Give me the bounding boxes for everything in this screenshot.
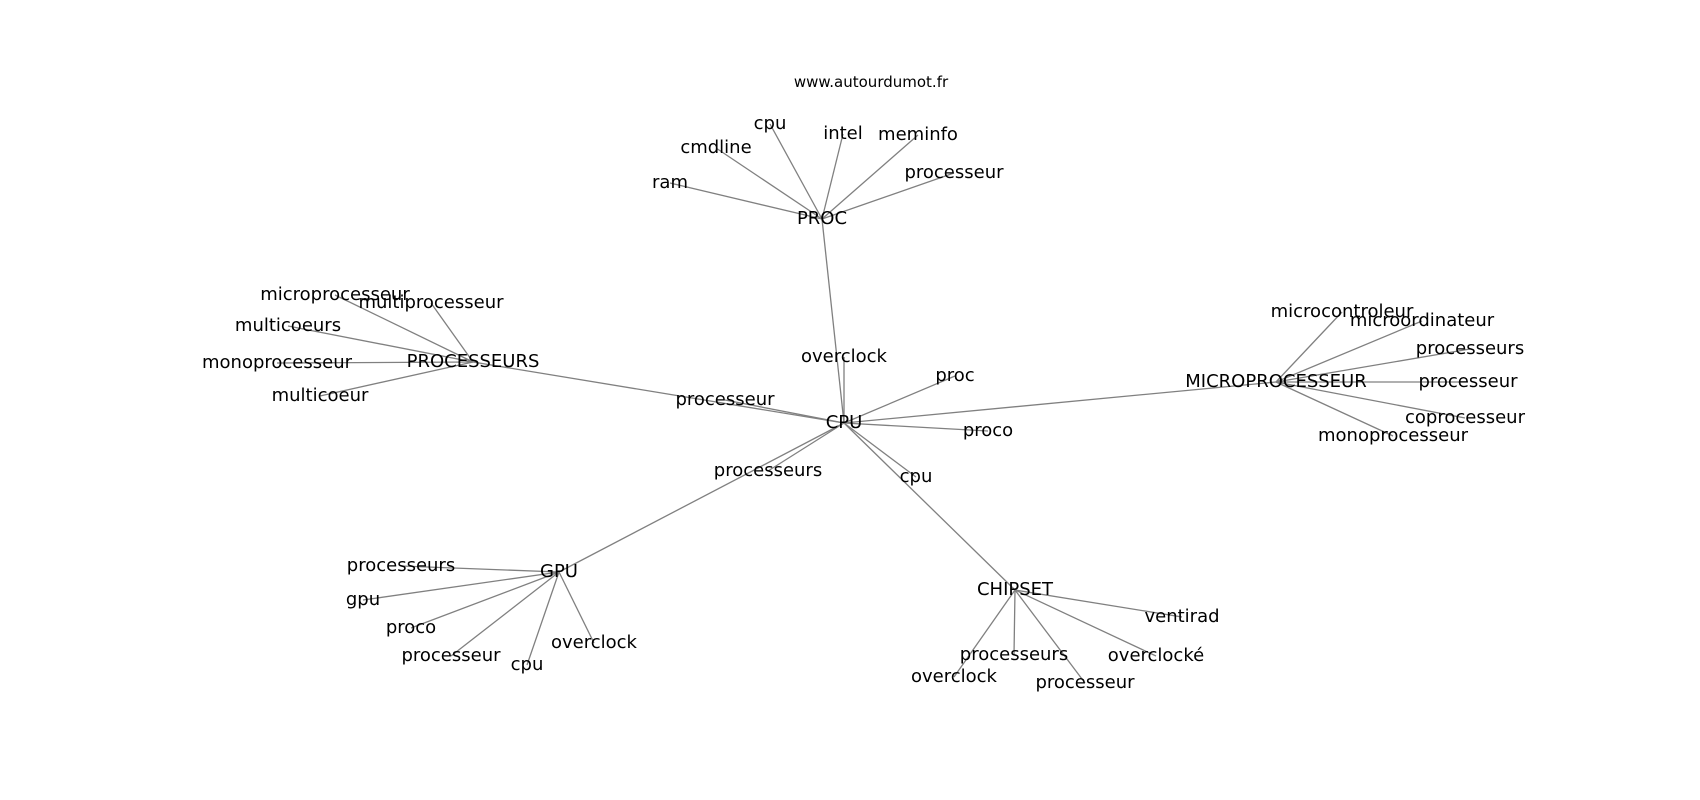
edge-microprocesseur-to-microcontroleur xyxy=(1275,311,1343,383)
node-microprocesseur-leaf-coprocesseur: coprocesseur xyxy=(1405,407,1526,428)
edge-cpu-to-processeurs xyxy=(767,422,845,472)
node-microprocesseur-leaf-microordinateur: microordinateur xyxy=(1350,310,1495,331)
graph-labels: CPU overclock proc processeur proco processeu… xyxy=(202,113,1526,693)
edge-processeurs-to-multicoeurs xyxy=(287,325,474,363)
edge-proc-to-intel xyxy=(821,133,844,220)
edge-cpu-to-chipset xyxy=(843,422,1016,591)
edge-cpu-to-proc xyxy=(843,375,956,424)
node-cpu-leaf-processeur: processeur xyxy=(675,389,775,410)
node-gpu-leaf-proco: proco xyxy=(386,617,436,638)
edge-microprocesseur-to-microordinateur xyxy=(1275,320,1423,383)
node-chipset-leaf-overclocke: overclocké xyxy=(1108,645,1204,666)
edge-processeurs-to-microprocesseur xyxy=(334,294,474,363)
edge-chipset-to-overclock xyxy=(953,589,1016,678)
edge-cpu-to-processeurs xyxy=(472,361,845,424)
node-processeurs-leaf-multicoeurs: multicoeurs xyxy=(235,315,341,336)
edge-chipset-to-overclocke xyxy=(1014,589,1157,657)
edge-processeurs-to-multiprocesseur xyxy=(430,302,474,363)
edge-proc-to-cmdline xyxy=(715,147,823,220)
node-gpu-leaf-gpu: gpu xyxy=(346,589,380,610)
node-cpu-leaf-cpu: cpu xyxy=(900,466,933,487)
node-processeurs-leaf-multicoeur: multicoeur xyxy=(272,385,369,406)
edge-gpu-to-processeur xyxy=(450,571,560,657)
edge-cpu-to-proco xyxy=(843,422,989,432)
node-cpu-leaf-proco: proco xyxy=(963,420,1013,441)
node-processeurs-leaf-microprocesseur: microprocesseur xyxy=(260,284,410,305)
node-proc-leaf-meminfo: meminfo xyxy=(878,124,958,145)
node-proc-leaf-processeur: processeur xyxy=(904,162,1004,183)
graph-edges xyxy=(276,123,1471,684)
node-gpu-leaf-processeurs: processeurs xyxy=(347,555,455,576)
node-proc-leaf-cpu: cpu xyxy=(754,113,787,134)
node-gpu-leaf-cpu: cpu xyxy=(511,654,544,675)
node-gpu-leaf-processeur: processeur xyxy=(401,645,501,666)
edge-cpu-to-processeur xyxy=(724,399,845,424)
edge-proc-to-ram xyxy=(669,182,823,220)
node-proc-leaf-ram: ram xyxy=(652,172,688,193)
edge-gpu-to-processeurs xyxy=(400,565,560,573)
node-hub-gpu: GPU xyxy=(540,561,578,582)
edge-microprocesseur-to-monoprocesseur xyxy=(1275,381,1394,437)
node-proc-leaf-cmdline: cmdline xyxy=(680,137,751,158)
node-microprocesseur-leaf-processeur: processeur xyxy=(1418,371,1518,392)
node-gpu-leaf-overclock: overclock xyxy=(551,632,638,653)
edge-chipset-to-processeurs xyxy=(1013,589,1016,656)
node-chipset-leaf-processeur: processeur xyxy=(1035,672,1135,693)
node-microprocesseur-leaf-monoprocesseur: monoprocesseur xyxy=(1318,425,1469,446)
edge-microprocesseur-to-processeurs xyxy=(1275,348,1471,383)
source-credit: www.autourdumot.fr xyxy=(794,73,949,91)
edge-chipset-to-ventirad xyxy=(1014,589,1183,618)
node-chipset-leaf-processeurs: processeurs xyxy=(960,644,1068,665)
edge-proc-to-processeur xyxy=(821,172,955,220)
node-processeurs-leaf-multiprocesseur: multiprocesseur xyxy=(358,292,504,313)
node-microprocesseur-leaf-processeurs: processeurs xyxy=(1416,338,1524,359)
edge-microprocesseur-to-coprocesseur xyxy=(1275,381,1466,419)
edge-processeurs-to-monoprocesseur xyxy=(276,361,474,364)
node-processeurs-leaf-monoprocesseur: monoprocesseur xyxy=(202,352,353,373)
edge-gpu-to-proco xyxy=(410,571,560,629)
edge-cpu-to-proc xyxy=(821,218,845,424)
edge-chipset-to-processeur xyxy=(1014,589,1086,684)
edge-processeurs-to-multicoeur xyxy=(319,361,474,397)
node-microprocesseur-leaf-microcontroleur: microcontroleur xyxy=(1271,301,1414,322)
node-hub-processeurs: PROCESSEURS xyxy=(407,351,540,372)
node-hub-chipset: CHIPSET xyxy=(977,579,1054,600)
node-cpu-leaf-processeurs: processeurs xyxy=(714,460,822,481)
node-hub-proc: PROC xyxy=(797,208,847,229)
edge-cpu-to-gpu xyxy=(558,422,845,573)
node-cpu-leaf-proc: proc xyxy=(935,365,974,386)
edge-gpu-to-cpu xyxy=(526,571,560,666)
node-hub-microprocesseur: MICROPROCESSEUR xyxy=(1185,371,1366,392)
node-cpu-center: CPU xyxy=(826,412,863,433)
edge-gpu-to-gpu xyxy=(362,571,560,601)
edge-proc-to-meminfo xyxy=(821,134,919,220)
node-proc-leaf-intel: intel xyxy=(823,123,863,144)
edge-gpu-to-overclock xyxy=(558,571,595,644)
edge-cpu-to-cpu xyxy=(843,422,917,478)
node-cpu-leaf-overclock: overclock xyxy=(801,346,888,367)
node-chipset-leaf-overclock: overclock xyxy=(911,666,998,687)
node-chipset-leaf-ventirad: ventirad xyxy=(1144,606,1219,627)
edge-proc-to-cpu xyxy=(769,123,823,220)
edge-cpu-to-microprocesseur xyxy=(843,381,1277,424)
